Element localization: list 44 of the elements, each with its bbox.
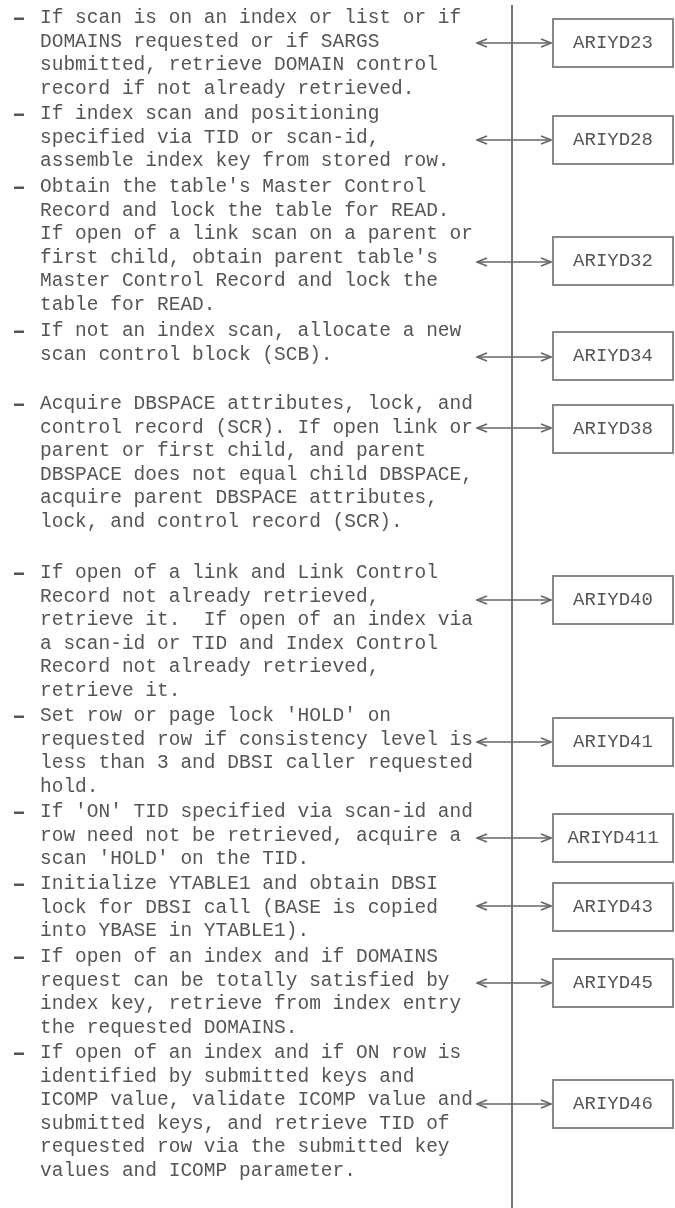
step-description: If open of an index and if DOMAINS request can be totally satisfied by index key, retrieve from index entry the requested DOMAINS. (40, 946, 463, 1040)
double-arrow (476, 978, 552, 988)
step-description: If open of an index and if ON row is identified by submitted keys and ICOMP value, validate ICOMP value and submitted keys, and retrieve TID of requested row via the submitted key values and ICOMP parameter. (40, 1042, 474, 1183)
step-description: If 'ON' TID specified via scan-id and row need not be retrieved, acquire a scan 'HOLD' on the TID. (40, 801, 474, 872)
double-arrow (476, 833, 552, 843)
module-name: ARIYD45 (573, 970, 653, 996)
module-box (552, 404, 674, 454)
module-name: ARIYD43 (573, 894, 653, 920)
step-description: Acquire DBSPACE attributes, lock, and control record (SCR). If open link or parent or first child, and parent DBSPACE does not equal child DBSPACE, acquire parent DBSPACE attributes, lock, and control record (SCR). (40, 393, 474, 534)
step-description: Initialize YTABLE1 and obtain DBSI lock for DBSI call (BASE is copied into YBASE in YTABLE1). (40, 873, 439, 944)
double-arrow (476, 135, 552, 145)
step-description: Set row or page lock 'HOLD' on requested row if consistency level is less than 3 and DBSI caller requested hold. (40, 705, 474, 799)
module-box (552, 717, 674, 767)
double-arrow (476, 257, 552, 267)
module-box (552, 813, 674, 863)
double-arrow (476, 38, 552, 48)
double-arrow (476, 901, 552, 911)
module-box (552, 115, 674, 165)
module-box (552, 1079, 674, 1129)
module-name: ARIYD34 (573, 343, 653, 369)
double-arrow (476, 1099, 552, 1109)
module-box (552, 575, 674, 625)
module-box (552, 882, 674, 932)
step-description: If open of a link and Link Control Record not already retrieved, retrieve it. If open of an index via a scan-id or TID and Index Control Record not already retrieved, retrieve it. (40, 562, 474, 703)
module-name: ARIYD411 (567, 825, 659, 851)
double-arrow (476, 352, 552, 362)
step-description: Obtain the table's Master Control Record and lock the table for READ. If open of a link scan on a parent or first child, obtain parent table's Master Control Record and lock the table for READ. (40, 176, 474, 317)
step-description: If scan is on an index or list or if DOMAINS requested or if SARGS submitted, retrieve DOMAIN control record if not already retrieved. (40, 7, 463, 101)
module-box (552, 18, 674, 68)
module-box (552, 958, 674, 1008)
step-description: If not an index scan, allocate a new scan control block (SCB). (40, 320, 463, 367)
double-arrow (476, 737, 552, 747)
module-name: ARIYD28 (573, 127, 653, 153)
module-name: ARIYD23 (573, 30, 653, 56)
step-description: If index scan and positioning specified via TID or scan-id, assemble index key from stored row. (40, 103, 451, 174)
module-name: ARIYD41 (573, 729, 653, 755)
module-box (552, 331, 674, 381)
module-name: ARIYD46 (573, 1091, 653, 1117)
double-arrow (476, 423, 552, 433)
double-arrow (476, 595, 552, 605)
module-name: ARIYD38 (573, 416, 653, 442)
module-box (552, 236, 674, 286)
module-name: ARIYD32 (573, 248, 653, 274)
module-name: ARIYD40 (573, 587, 653, 613)
